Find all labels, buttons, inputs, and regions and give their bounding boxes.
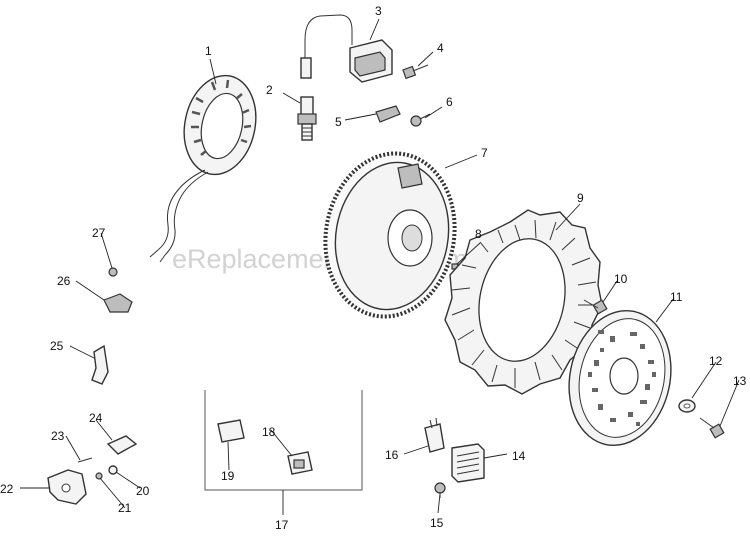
part-26-terminal bbox=[103, 293, 133, 313]
callout-3: 3 bbox=[375, 4, 382, 18]
callout-2: 2 bbox=[266, 83, 273, 97]
callout-11: 11 bbox=[670, 290, 683, 304]
callout-5: 5 bbox=[335, 115, 342, 129]
callout-18: 18 bbox=[262, 425, 276, 439]
part-19-connector-housing bbox=[217, 419, 245, 443]
callout-15: 15 bbox=[430, 516, 444, 530]
wire-harness-group-box bbox=[204, 390, 363, 491]
callout-16: 16 bbox=[385, 448, 399, 462]
callout-9: 9 bbox=[577, 191, 584, 205]
callout-24: 24 bbox=[89, 411, 103, 425]
part-22-switch-bracket bbox=[47, 469, 87, 505]
part-1-stator bbox=[149, 74, 257, 263]
part-23-screw bbox=[77, 457, 93, 463]
part-2-spark-plug bbox=[297, 96, 317, 141]
callout-12: 12 bbox=[709, 354, 723, 368]
part-20-nut bbox=[108, 465, 118, 475]
callout-8: 8 bbox=[475, 227, 482, 241]
callout-26: 26 bbox=[57, 274, 71, 288]
callout-4: 4 bbox=[437, 41, 444, 55]
callout-20: 20 bbox=[136, 484, 150, 498]
callout-6: 6 bbox=[446, 95, 453, 109]
callout-21: 21 bbox=[118, 501, 132, 515]
part-4-bolt bbox=[402, 64, 429, 80]
part-11-screen bbox=[568, 309, 672, 447]
part-12-washer bbox=[678, 399, 696, 413]
part-25-bracket bbox=[91, 344, 109, 385]
callout-17: 17 bbox=[275, 518, 289, 532]
callout-22: 22 bbox=[0, 482, 14, 496]
part-17-wire-harness bbox=[243, 400, 344, 464]
part-13-bolt bbox=[699, 417, 725, 439]
part-6-screw bbox=[410, 113, 431, 127]
callout-25: 25 bbox=[50, 339, 64, 353]
part-27-screw bbox=[108, 267, 118, 277]
part-10-bolt bbox=[583, 299, 608, 315]
part-5-clip bbox=[375, 105, 401, 123]
callout-14: 14 bbox=[512, 449, 526, 463]
part-21-screw bbox=[95, 472, 103, 480]
callout-labels: 1 2 3 4 5 6 7 8 9 10 11 12 13 14 15 16 1… bbox=[0, 4, 747, 532]
part-9-cooling-fan bbox=[444, 209, 603, 395]
leader-lines bbox=[20, 18, 740, 515]
part-3-ignition-coil bbox=[300, 14, 393, 83]
callout-13: 13 bbox=[733, 374, 747, 388]
callout-27: 27 bbox=[92, 226, 106, 240]
callout-7: 7 bbox=[481, 146, 488, 160]
callout-19: 19 bbox=[221, 469, 235, 483]
part-7-flywheel bbox=[323, 151, 457, 319]
callout-1: 1 bbox=[205, 44, 212, 58]
callout-23: 23 bbox=[51, 429, 65, 443]
part-18-connector-plug bbox=[287, 451, 313, 475]
part-24-cover bbox=[106, 435, 138, 455]
part-14-regulator bbox=[451, 443, 485, 483]
part-16-connector bbox=[424, 417, 445, 453]
callout-10: 10 bbox=[614, 272, 628, 286]
